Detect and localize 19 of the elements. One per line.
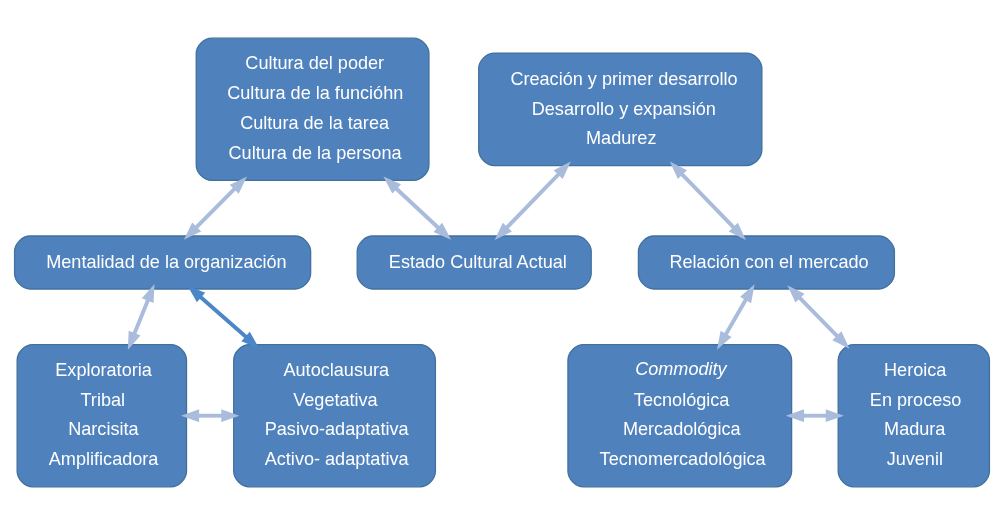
- node-box: Exploratoria Tribal Narcisita Amplificadora: [16, 343, 187, 488]
- arrow: [785, 409, 844, 423]
- arrow: [180, 409, 239, 423]
- node-box: Creación y primer desarrollo Desarrollo y expansión Madurez: [477, 52, 763, 167]
- arrow: [183, 176, 247, 240]
- node-box: Heroica En proceso Madura Juvenil: [837, 343, 990, 488]
- node-box: Commodity Tecnológica Mercadológica Tecnomercadológica: [566, 343, 792, 488]
- arrow: [669, 161, 746, 241]
- arrow: [186, 285, 259, 349]
- node-box: Mentalidad de la organización: [13, 235, 311, 290]
- arrow: [382, 176, 451, 240]
- arrow: [494, 161, 571, 241]
- node-box: Relación con el mercado: [637, 235, 895, 290]
- node-box: Autoclausura Vegetativa Pasivo-adaptativa Activo- adaptativa: [232, 343, 436, 488]
- arrow: [716, 284, 755, 350]
- arrow: [127, 283, 154, 350]
- arrow: [786, 285, 850, 349]
- node-box: Cultura del poder Cultura de la funcióhn Cultura de la tarea Cultura de la persona: [195, 37, 430, 182]
- node-box: Estado Cultural Actual: [356, 235, 592, 290]
